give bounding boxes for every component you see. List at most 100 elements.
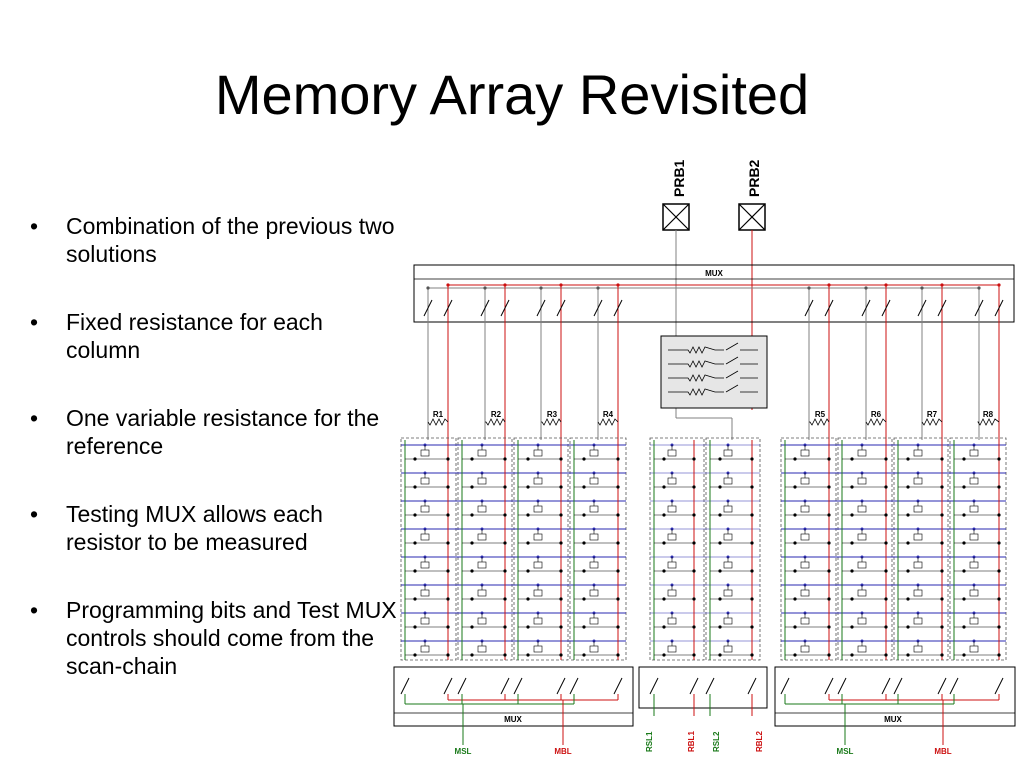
cell-transistor [969,533,979,541]
cell-transistor [857,589,867,597]
cell-transistor [477,561,487,569]
cell-node [616,569,620,573]
reference-switch [725,384,739,393]
cell-node [962,513,966,517]
bullet-symbol: • [30,405,39,431]
cell-node [692,513,696,517]
resistor-label: R8 [983,410,994,419]
cell-transistor [589,533,599,541]
cell-transistor [913,505,923,513]
cell-node [750,597,754,601]
cell-node [884,541,888,545]
cell-node [503,569,507,573]
mux-switch [804,299,814,317]
cell-transistor [913,589,923,597]
cell-node [503,597,507,601]
cell-node [750,457,754,461]
cell-node [997,569,1001,573]
cell-node [413,625,417,629]
cell-column-group [780,437,837,661]
junction-dot [616,283,620,287]
cell-node [906,485,910,489]
cell-node [662,653,666,657]
cell-transistor [533,505,543,513]
cell-transistor [723,617,733,625]
cell-node [718,485,722,489]
junction-dot [446,283,450,287]
cell-node [559,597,563,601]
cell-node [793,485,797,489]
cell-node [962,457,966,461]
cell-node [884,569,888,573]
cell-transistor [800,617,810,625]
cell-transistor [857,561,867,569]
cell-node [850,457,854,461]
cell-node [526,597,530,601]
cell-transistor [723,477,733,485]
cell-transistor [969,617,979,625]
cell-node [559,513,563,517]
cell-transistor [800,645,810,653]
cell-transistor [913,477,923,485]
cell-node [750,513,754,517]
cell-transistor [857,645,867,653]
cell-node [750,485,754,489]
memory-array-schematic: PRB1 PRB2 MUX R1 R2 R3 R4 R5 R6 R7 R8 MU… [393,159,1016,756]
cell-node [446,541,450,545]
mux-switch [613,677,623,695]
resistor-label: R2 [491,410,502,419]
bullet-item: •Programming bits and Test MUX controls … [28,596,398,680]
cell-column-group [513,437,569,661]
cell-transistor [857,477,867,485]
junction-dot [827,283,831,287]
cell-node [559,569,563,573]
schematic-labels: PRB1 PRB2 MUX R1 R2 R3 R4 R5 R6 R7 R8 MU… [433,159,994,756]
cell-node [750,569,754,573]
signal-label-rbl2: RBL2 [755,731,764,752]
cell-node [470,653,474,657]
mux-switch [881,677,891,695]
cell-node [616,485,620,489]
mux-switch [400,677,410,695]
cell-transistor [969,449,979,457]
cell-transistor [913,533,923,541]
cell-node [616,625,620,629]
cell-node [793,625,797,629]
bottom-reference-box [638,666,768,709]
cell-transistor [857,449,867,457]
bullet-item: •One variable resistance for the referen… [28,404,398,460]
cell-node [692,569,696,573]
cell-node [582,541,586,545]
signal-label-mbl-left: MBL [554,747,571,756]
mux-switch [423,299,433,317]
mux-switch [881,299,891,317]
cell-node [582,569,586,573]
cell-transistor [477,589,487,597]
mux-switch [513,677,523,695]
cell-node [793,653,797,657]
mux-switch [705,677,715,695]
cell-transistor [420,617,430,625]
cell-transistor [913,617,923,625]
reference-switch [725,370,739,379]
cell-node [997,513,1001,517]
cell-node [503,653,507,657]
cell-column-group [457,437,513,661]
cell-node [718,597,722,601]
junction-dot [483,286,487,290]
mux-switch [556,677,566,695]
bullet-symbol: • [30,501,39,527]
cell-transistor [969,477,979,485]
cell-node [413,541,417,545]
resistor-symbol [485,418,506,426]
cell-node [503,625,507,629]
cell-node [940,457,944,461]
cell-transistor [667,449,677,457]
cell-node [526,625,530,629]
reference-resistor [668,388,724,396]
mux-switch [593,299,603,317]
cell-node [997,597,1001,601]
cell-transistor [800,449,810,457]
cell-node [997,457,1001,461]
cell-node [884,457,888,461]
